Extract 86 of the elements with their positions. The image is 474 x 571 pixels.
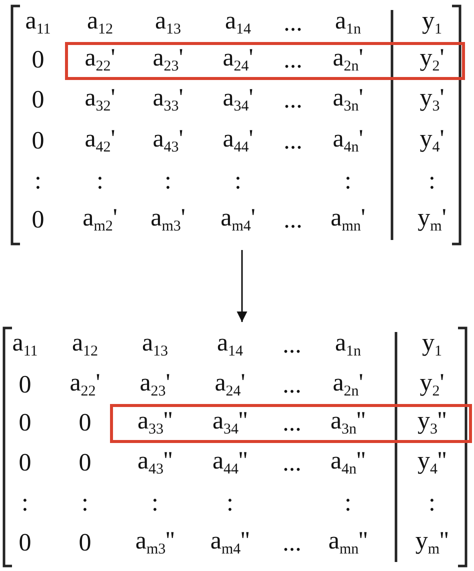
matrix-entry: a$_{22}$' — [84, 46, 116, 74]
matrix-entry: a$_{34}$'' — [212, 408, 248, 438]
matrix-entry: a$_{33}$' — [152, 86, 184, 114]
matrix-entry: a$_{42}$' — [84, 126, 116, 156]
matrix-entry: a$_{4n}$' — [332, 126, 364, 156]
matrix-entry: 0 — [18, 450, 32, 476]
matrix-entry: ... — [282, 530, 302, 556]
matrix-entry: 0 — [78, 530, 92, 556]
matrix-entry: a$_{14}$ — [216, 330, 244, 360]
highlight-box — [110, 404, 472, 443]
matrix-entry: 0 — [78, 410, 92, 436]
matrix-entry: a$_{44}$' — [222, 126, 254, 156]
matrix-entry: a$_{23}$' — [140, 370, 170, 400]
matrix-entry: ... — [282, 450, 302, 476]
matrix-entry: a$_{2n}$' — [332, 370, 364, 400]
matrix-entry: a$_{m3}$' — [150, 206, 186, 234]
matrix-entry: a$_{43}$' — [152, 126, 184, 156]
matrix-entry: y$_{4}$'' — [418, 448, 446, 478]
matrix-entry: : — [82, 490, 88, 516]
matrix-entry: a$_{12}$ — [72, 330, 98, 360]
matrix-entry: a$_{m2}$' — [82, 206, 118, 234]
matrix-entry: a$_{23}$' — [152, 46, 184, 74]
matrix-entry: : — [164, 168, 172, 194]
highlight-box — [65, 42, 465, 80]
matrix-entry: a$_{13}$ — [154, 8, 182, 38]
matrix-entry: ... — [284, 48, 302, 72]
matrix-entry: y$_{m}$' — [418, 206, 446, 234]
matrix-entry: 0 — [18, 530, 32, 556]
matrix-entry: ... — [282, 410, 302, 436]
matrix-entry: 0 — [18, 410, 32, 436]
matrix-entry: a$_{3n}$'' — [330, 408, 366, 438]
matrix-entry: : — [344, 490, 352, 516]
matrix-entry: 0 — [32, 48, 44, 72]
matrix-entry: 0 — [78, 450, 92, 476]
matrix-entry: : — [34, 168, 42, 194]
matrix-entry: y$_{3}$'' — [418, 408, 446, 438]
matrix-entry: y$_{3}$' — [420, 86, 444, 114]
matrix-entry: a$_{13}$ — [142, 330, 168, 360]
matrix-entry: y$_{1}$ — [422, 8, 442, 38]
matrix-entry: a$_{1n}$ — [334, 330, 362, 360]
matrix-entry: ... — [282, 332, 302, 358]
matrix-entry: : — [428, 168, 436, 194]
matrix-entry: a$_{44}$'' — [212, 448, 248, 478]
matrix-entry: y$_{2}$' — [420, 370, 444, 400]
matrix-entry: : — [428, 490, 436, 516]
matrix-entry: a$_{3n}$' — [332, 86, 364, 114]
matrix-entry: a$_{1n}$ — [334, 8, 362, 38]
matrix-entry: : — [226, 490, 234, 516]
matrix-entry: a$_{2n}$' — [332, 46, 364, 74]
matrix-entry: a$_{mn}$'' — [328, 528, 368, 558]
matrix-entry: y$_{2}$' — [420, 46, 444, 74]
matrix-entry: a$_{43}$'' — [137, 448, 173, 478]
matrix-entry: : — [152, 490, 158, 516]
arrow — [236, 250, 248, 322]
matrix-entry: ... — [284, 208, 302, 232]
matrix-entry: a$_{32}$' — [84, 86, 116, 114]
matrix-entry: : — [96, 168, 104, 194]
matrix-entry: a$_{24}$' — [222, 46, 254, 74]
matrix-entry: a$_{12}$ — [86, 8, 114, 38]
matrix-entry: a$_{mn}$' — [330, 206, 366, 234]
matrix-entry: ... — [282, 372, 302, 398]
matrix-entry: a$_{m3}$'' — [135, 528, 175, 558]
matrix-entry: a$_{33}$'' — [137, 408, 173, 438]
matrix-entry: y$_{4}$' — [420, 126, 444, 156]
matrix-entry: a$_{14}$ — [224, 8, 252, 38]
matrix-entry: : — [22, 490, 28, 516]
matrix-entry: 0 — [32, 88, 44, 112]
matrix-entry: ... — [284, 10, 302, 36]
matrix-entry: 0 — [18, 372, 32, 398]
matrix-entry: a$_{m4}$' — [220, 206, 256, 234]
matrix-entry: 0 — [32, 128, 44, 154]
matrix-entry: y$_{1}$ — [422, 330, 442, 360]
matrix-entry: a$_{22}$' — [70, 370, 100, 400]
augmented-matrix — [10, 4, 462, 246]
matrix-entry: a$_{4n}$'' — [330, 448, 366, 478]
matrix-entry: 0 — [32, 208, 44, 232]
matrix-entry: a$_{24}$' — [214, 370, 246, 400]
matrix-entry: a$_{m4}$'' — [210, 528, 250, 558]
matrix-entry: a$_{34}$' — [222, 86, 254, 114]
matrix-entry: y$_{m}$'' — [415, 528, 449, 558]
matrix-entry: ... — [284, 128, 302, 154]
matrix-entry: ... — [284, 88, 302, 112]
matrix-entry: a$_{11}$ — [25, 8, 51, 38]
matrix-entry: a$_{11}$ — [12, 330, 38, 360]
matrix-entry: : — [234, 168, 242, 194]
matrix-entry: : — [344, 168, 352, 194]
